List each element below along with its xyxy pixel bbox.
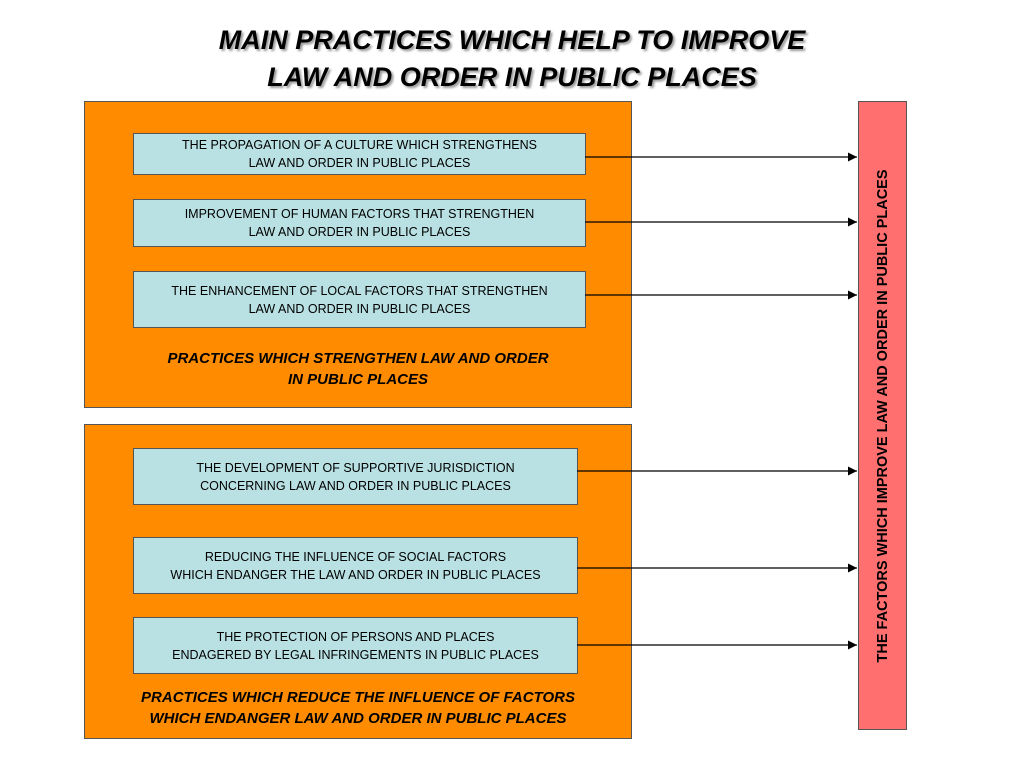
practice-box-persons-and-places: THE PROTECTION OF PERSONS AND PLACES END… <box>133 617 578 674</box>
practice-box-culture-propagation: THE PROPAGATION OF A CULTURE WHICH STREN… <box>133 133 586 175</box>
practice-box-line-2: ENDAGERED BY LEGAL INFRINGEMENTS IN PUBL… <box>172 647 539 662</box>
practice-box-line-1: THE DEVELOPMENT OF SUPPORTIVE JURISDICTI… <box>196 460 515 475</box>
group-strengthen-practices: THE PROPAGATION OF A CULTURE WHICH STREN… <box>84 101 632 408</box>
practice-box-line-1: THE PROPAGATION OF A CULTURE WHICH STREN… <box>182 138 537 152</box>
practice-box-line-1: THE ENHANCEMENT OF LOCAL FACTORS THAT ST… <box>171 283 548 298</box>
group-caption: PRACTICES WHICH STRENGTHEN LAW AND ORDER… <box>85 348 631 390</box>
title-line-2: LAW AND ORDER IN PUBLIC PLACES <box>267 62 757 92</box>
group-caption-line-1: PRACTICES WHICH REDUCE THE INFLUENCE OF … <box>141 689 575 706</box>
group-caption-line-2: WHICH ENDANGER LAW AND ORDER IN PUBLIC P… <box>149 710 567 727</box>
practice-box-supportive-jurisdiction: THE DEVELOPMENT OF SUPPORTIVE JURISDICTI… <box>133 448 578 505</box>
practice-box-line-2: LAW AND ORDER IN PUBLIC PLACES <box>248 225 471 239</box>
practice-box-line-2: CONCERNING LAW AND ORDER IN PUBLIC PLACE… <box>200 478 511 493</box>
practice-box-line-2: LAW AND ORDER IN PUBLIC PLACES <box>248 156 471 170</box>
practice-box-line-1: REDUCING THE INFLUENCE OF SOCIAL FACTORS <box>204 549 507 564</box>
practice-box-local-factors: THE ENHANCEMENT OF LOCAL FACTORS THAT ST… <box>133 271 586 328</box>
group-reduce-practices: THE DEVELOPMENT OF SUPPORTIVE JURISDICTI… <box>84 424 632 739</box>
page-title: MAIN PRACTICES WHICH HELP TO IMPROVE LAW… <box>112 22 912 96</box>
practice-box-line-2: WHICH ENDANGER THE LAW AND ORDER IN PUBL… <box>170 567 541 582</box>
practice-box-line-1: IMPROVEMENT OF HUMAN FACTORS THAT STRENG… <box>184 207 535 221</box>
target-factors-bar: THE FACTORS WHICH IMPROVE LAW AND ORDER … <box>858 101 907 730</box>
practice-box-line-2: LAW AND ORDER IN PUBLIC PLACES <box>248 301 471 316</box>
practice-box-human-factors: IMPROVEMENT OF HUMAN FACTORS THAT STRENG… <box>133 199 586 247</box>
group-caption-line-2: IN PUBLIC PLACES <box>287 371 428 388</box>
practice-box-line-1: THE PROTECTION OF PERSONS AND PLACES <box>216 629 495 644</box>
group-caption-line-1: PRACTICES WHICH STRENGTHEN LAW AND ORDER <box>167 350 549 367</box>
title-line-1: MAIN PRACTICES WHICH HELP TO IMPROVE <box>218 25 806 55</box>
practice-box-social-factors: REDUCING THE INFLUENCE OF SOCIAL FACTORS… <box>133 537 578 594</box>
group-caption: PRACTICES WHICH REDUCE THE INFLUENCE OF … <box>85 687 631 729</box>
